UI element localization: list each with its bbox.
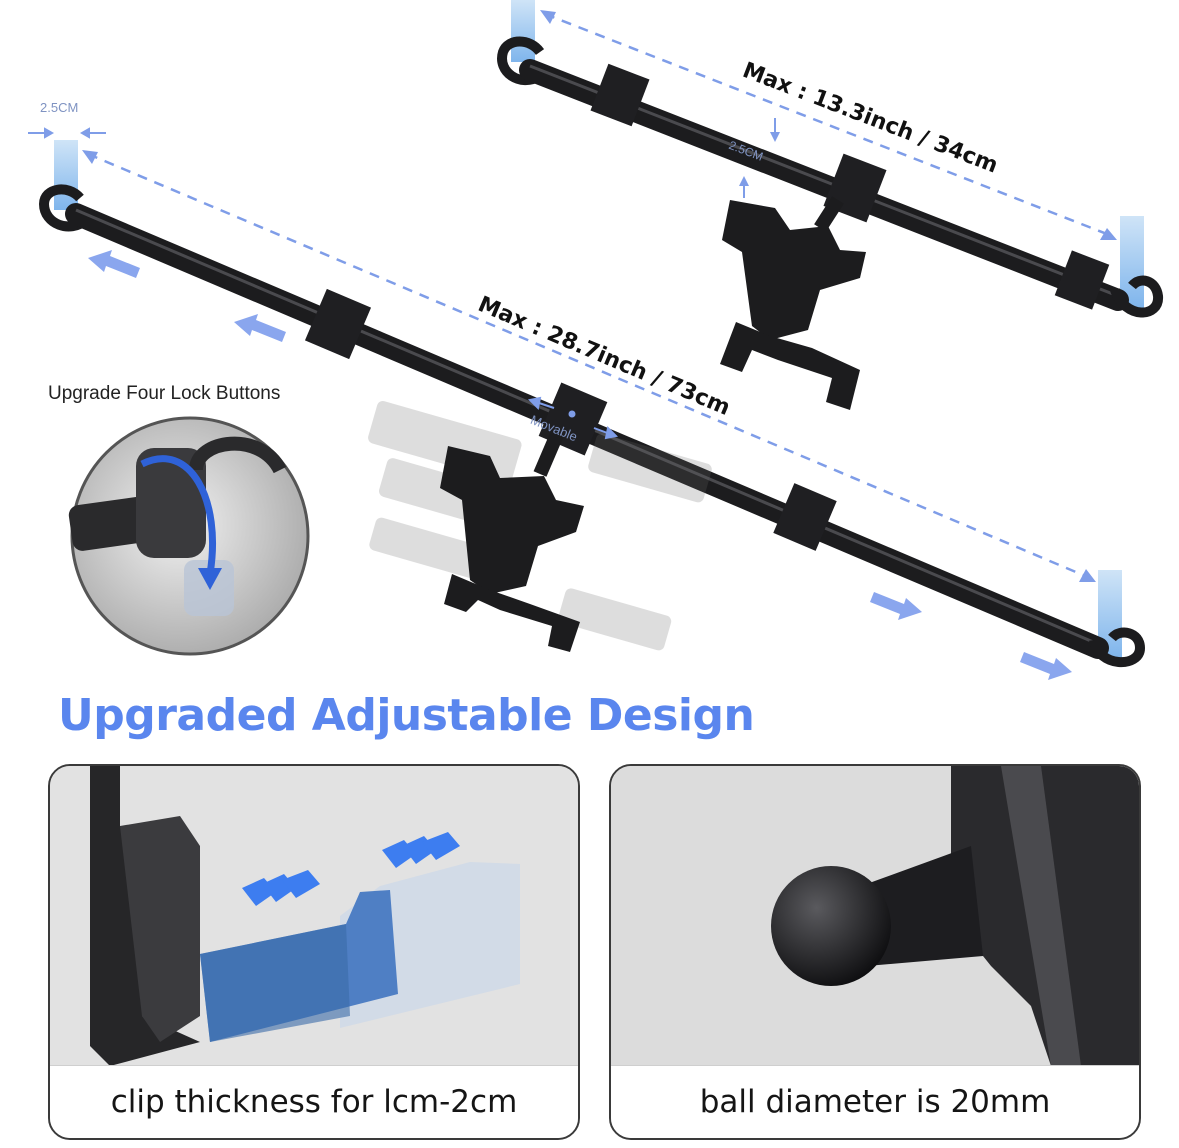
hook-long-right: [1089, 627, 1146, 667]
ball-illustration: [611, 766, 1139, 1066]
lock-button: [773, 483, 837, 551]
measure-line-short: [544, 12, 1113, 238]
arrow-left-icon: [234, 314, 286, 342]
hook-short-left: [497, 36, 545, 86]
holder-feet: [720, 322, 860, 410]
motion-arrows: [88, 250, 1072, 680]
tablet-holder-long: [440, 446, 584, 594]
tablet-holder-short: [722, 200, 866, 340]
ball-joint: [771, 866, 891, 986]
clip-caption: clip thickness for lcm-2cm: [50, 1065, 578, 1138]
hook-width-label: 2.5CM: [40, 100, 79, 115]
rotate-arrow-icon: [140, 455, 217, 575]
long-bar-assembly: [38, 184, 1146, 667]
arrowhead-icon: [82, 150, 98, 164]
arrowhead-icon: [1100, 228, 1117, 240]
clip-thickness-panel: clip thickness for lcm-2cm: [48, 764, 580, 1140]
measure-line-long: [87, 152, 1091, 580]
arrow-right-icon: [1020, 652, 1072, 680]
product-illustration: [28, 0, 1163, 680]
arrow-left-icon: [88, 250, 140, 278]
hook-short-right: [1110, 275, 1163, 318]
clip-illustration: [50, 766, 578, 1066]
slide-arrows-icon: [242, 832, 460, 906]
hook-long-left: [38, 184, 90, 232]
arrow-right-icon: [870, 592, 922, 620]
short-bar-assembly: [497, 36, 1163, 410]
headline: Upgraded Adjustable Design: [58, 690, 755, 741]
ball-diameter-panel: ball diameter is 20mm: [609, 764, 1141, 1140]
headrest-pole-short-left: [511, 0, 535, 62]
lock-button: [304, 288, 372, 360]
upgrade-note: Upgrade Four Lock Buttons: [48, 383, 281, 404]
arrowhead-icon: [1079, 569, 1096, 582]
headrest-pole-long-left: [54, 140, 78, 210]
ball-neck: [861, 846, 983, 966]
lock-button: [590, 63, 650, 127]
arrowhead-icon: [540, 10, 556, 24]
lock-button-closeup: [68, 416, 310, 656]
lock-button: [1054, 250, 1110, 310]
holder-feet: [444, 574, 580, 652]
ball-caption: ball diameter is 20mm: [611, 1065, 1139, 1138]
